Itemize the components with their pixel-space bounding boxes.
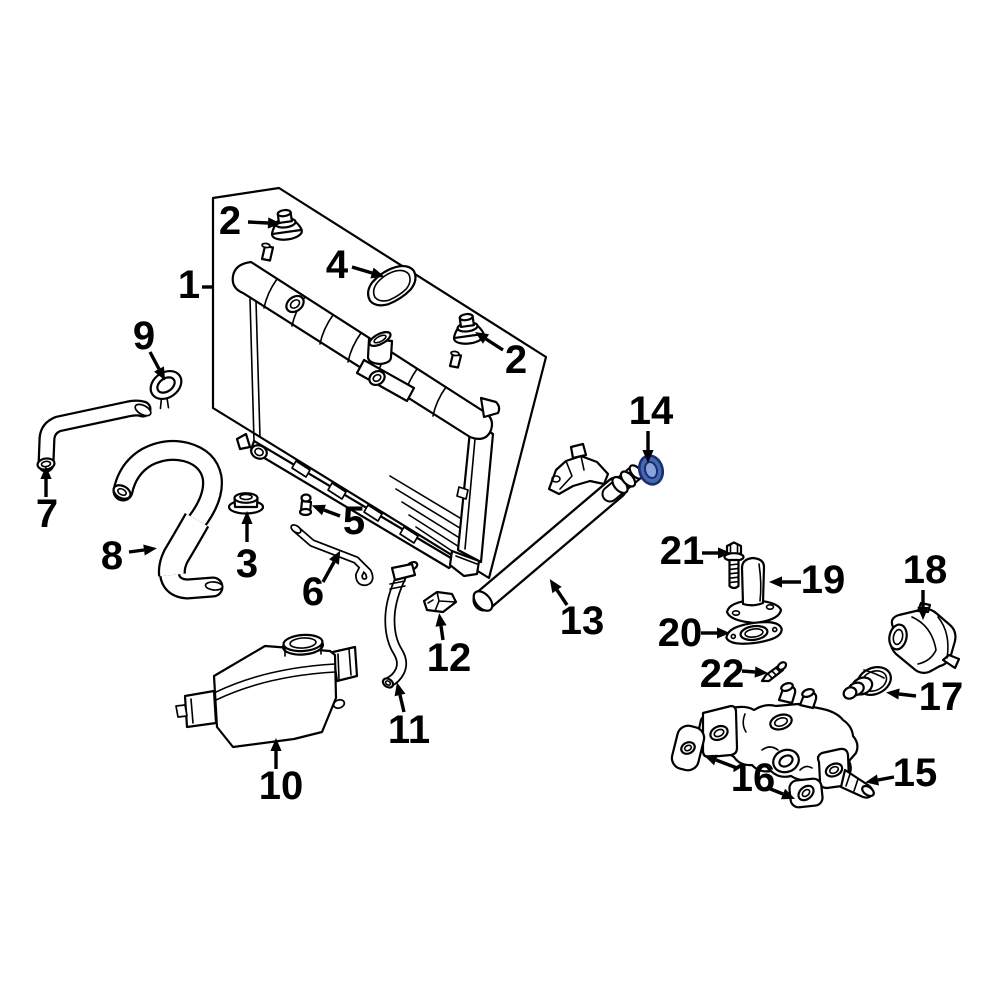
radiator-top-tank (231, 242, 501, 440)
callout-8-leader-line (128, 548, 145, 554)
callout-label-16: 16 (731, 756, 776, 800)
callout-17-arrowhead (886, 688, 900, 700)
callout-label-7: 7 (36, 492, 58, 536)
filler-bracket (355, 358, 416, 403)
callout-2-leader-line (247, 220, 269, 225)
callout-11-leader-line (398, 694, 406, 713)
callout-label-1: 1 (178, 263, 200, 307)
callout-16-leader-line (715, 758, 738, 770)
water-outlet-part19 (725, 556, 783, 625)
callout-9-arrowhead (154, 366, 166, 381)
callout-label-2: 2 (505, 338, 527, 382)
callout-7-arrowhead (40, 466, 52, 479)
hose-clamp-part9 (149, 369, 183, 410)
callout-15-leader-line (877, 775, 895, 782)
callout-label-15: 15 (893, 751, 938, 795)
callout-20-arrowhead (717, 627, 730, 639)
radiator-core (235, 298, 495, 578)
reservoir-hose-part11 (381, 560, 419, 689)
callout-label-14: 14 (629, 389, 674, 433)
outlet-stub (479, 396, 501, 419)
callout-18-arrowhead (917, 607, 929, 620)
callout-19-arrowhead (769, 576, 782, 588)
callout-22-arrowhead (754, 666, 768, 678)
callout-13-leader-line (555, 589, 569, 606)
tank-peg-right (448, 352, 463, 369)
callout-12-arrowhead (435, 613, 447, 627)
overflow-hose-part7 (36, 399, 152, 473)
callout-15-arrowhead (865, 774, 880, 786)
callout-4-leader-line (351, 265, 373, 275)
callout-13-arrowhead (549, 579, 562, 594)
callout-14-arrowhead (642, 450, 654, 463)
callout-label-17: 17 (919, 675, 964, 719)
callout-6-leader-line (321, 561, 336, 583)
callout-label-18: 18 (903, 548, 948, 592)
callout-label-2: 2 (219, 199, 241, 243)
coolant-reservoir-part10 (175, 633, 359, 749)
callout-label-3: 3 (236, 542, 258, 586)
callout-5-arrowhead (311, 504, 326, 516)
callout-label-11: 11 (388, 708, 430, 752)
callout-4-arrowhead (370, 267, 385, 279)
gasket-part16-lower (788, 777, 824, 809)
callout-label-21: 21 (660, 529, 705, 573)
radiator-bracket-part6 (290, 524, 374, 587)
callout-2-arrowhead (475, 331, 490, 344)
hose-clip-part12 (422, 590, 458, 614)
callout-label-8: 8 (101, 534, 123, 578)
mount-grommet-lower-part3 (227, 492, 265, 515)
radiator-assembly (211, 186, 548, 580)
callout-6-arrowhead (329, 550, 341, 565)
callout-label-10: 10 (259, 764, 304, 808)
tank-oval-port (285, 294, 305, 314)
callout-22-leader-line (741, 669, 756, 674)
thermostat-part17 (842, 666, 892, 700)
water-pipe-assembly-part15 (697, 682, 875, 799)
stud-part22 (760, 661, 788, 683)
gasket-part20 (725, 621, 783, 645)
callout-2-arrowhead (267, 217, 281, 229)
callout-16-arrowhead (780, 788, 796, 800)
callout-10-arrowhead (270, 738, 282, 751)
callout-label-5: 5 (343, 499, 365, 543)
o-ring-seal-part14-highlighted (637, 454, 665, 486)
tank-peg-left (260, 244, 275, 262)
callout-8-arrowhead (143, 544, 157, 556)
reservoir-left-bracket (183, 689, 218, 729)
callout-label-22: 22 (700, 652, 745, 696)
callout-9-leader-line (148, 351, 161, 370)
callout-label-6: 6 (302, 570, 324, 614)
upper-coolant-pipe-part13 (472, 442, 644, 612)
drain-bolt-part5 (298, 493, 313, 517)
callout-label-20: 20 (658, 611, 703, 655)
callout-12-leader-line (439, 625, 445, 641)
callout-label-12: 12 (427, 636, 472, 680)
bolt-part21 (723, 541, 745, 590)
drain-spout (250, 444, 268, 460)
callout-5-leader-line (323, 508, 341, 518)
callout-11-arrowhead (394, 682, 406, 697)
callout-2-leader-line (485, 337, 504, 352)
callout-3-arrowhead (241, 511, 253, 524)
callout-label-13: 13 (560, 599, 605, 643)
drain-bracket (235, 432, 252, 451)
reservoir-right-arm (331, 645, 359, 683)
callout-label-9: 9 (133, 314, 155, 358)
callout-21-arrowhead (718, 547, 731, 559)
lower-hose-part8 (112, 439, 224, 600)
callout-label-4: 4 (326, 243, 349, 287)
gasket-part16-left (670, 724, 706, 772)
callout-17-leader-line (898, 692, 917, 698)
callout-label-19: 19 (801, 558, 846, 602)
callout-16-arrowhead (703, 754, 718, 766)
callout-16-leader-line (767, 786, 784, 796)
